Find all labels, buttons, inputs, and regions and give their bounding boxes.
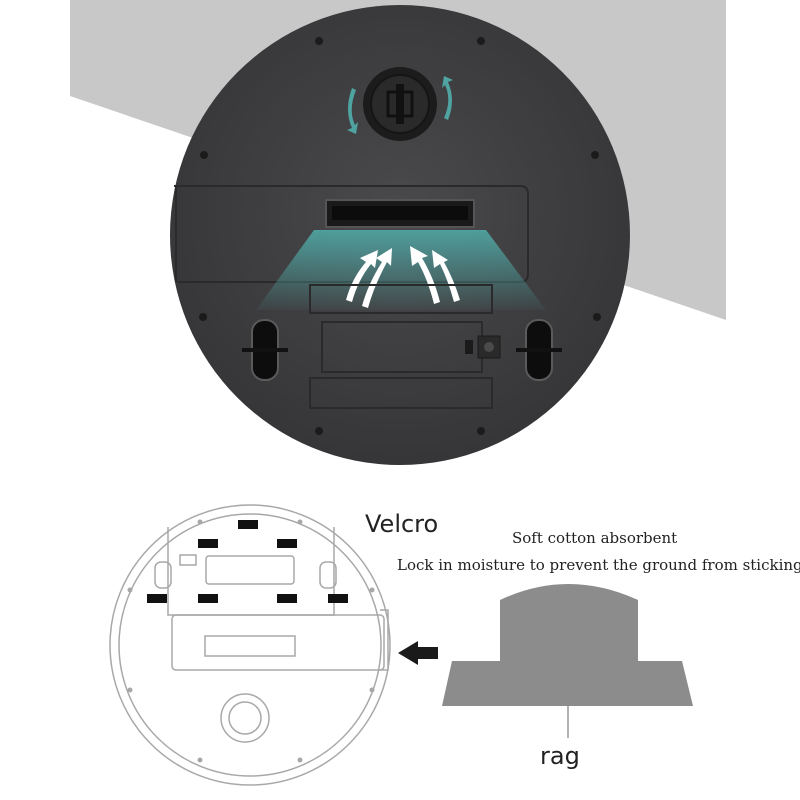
left-wheel [242, 319, 288, 381]
airflow-arrows-icon [346, 246, 460, 308]
lower-panels [309, 284, 493, 409]
brush-hub [363, 67, 437, 141]
robot-underside [170, 5, 630, 465]
rag-shape [442, 584, 693, 738]
rotation-arrows-icon [347, 76, 453, 134]
rag-label: rag [540, 742, 580, 770]
lock-moisture-label: Lock in moisture to prevent the ground f… [397, 556, 800, 574]
velcro-label: Velcro [365, 510, 439, 538]
screw-holes [199, 37, 601, 435]
right-wheel [516, 319, 562, 381]
airflow-beam [256, 230, 546, 310]
bin-panel [174, 185, 529, 283]
robot-line-drawing [109, 504, 391, 786]
soft-cotton-label: Soft cotton absorbent [512, 529, 678, 547]
left-arrow-icon [398, 641, 438, 665]
lock-clip [465, 335, 501, 359]
velcro-patches [147, 520, 348, 603]
